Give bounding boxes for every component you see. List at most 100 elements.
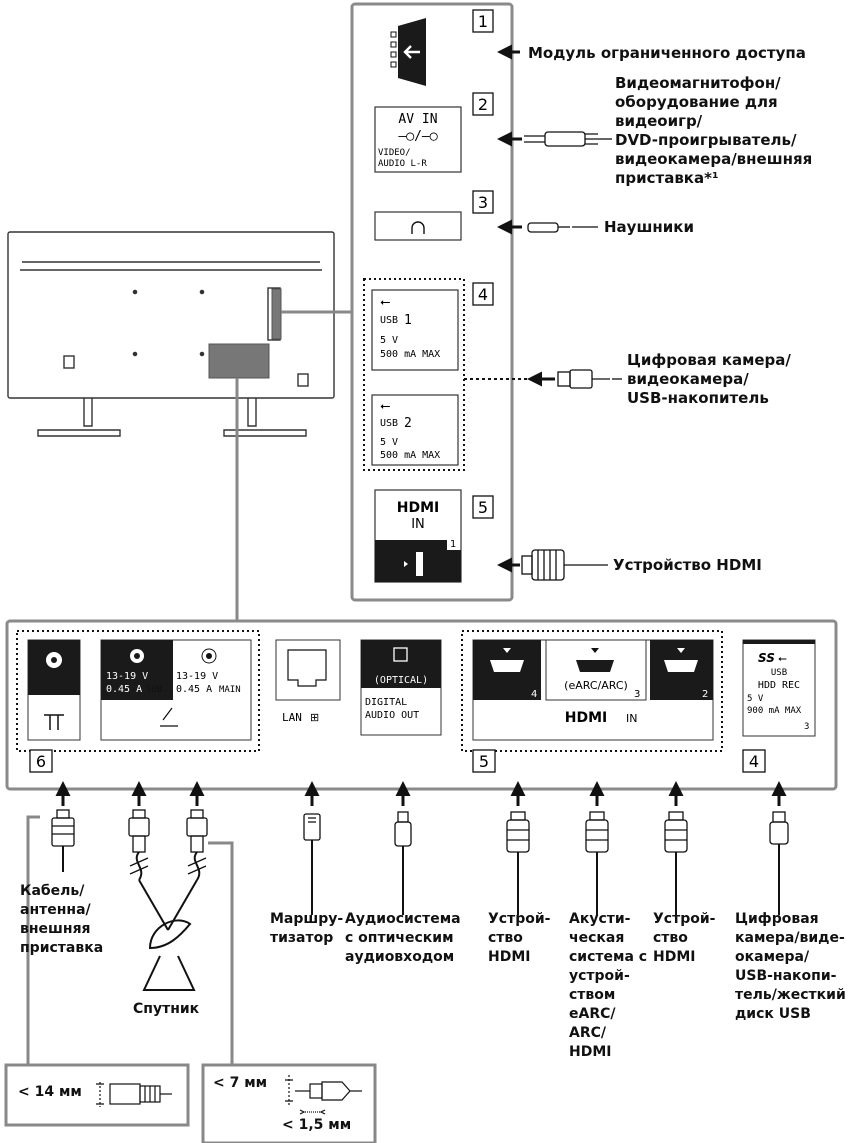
usb-plug-icon (557, 369, 610, 389)
dish-icon (160, 707, 178, 727)
hdmi-dotted-group (461, 630, 723, 752)
label-headphones: Наушники (604, 218, 694, 236)
headphone-icon (411, 221, 425, 234)
svg-text:900 mA MAX: 900 mA MAX (747, 706, 802, 716)
svg-text:IN: IN (411, 517, 425, 532)
svg-text:USB: USB (771, 668, 787, 678)
svg-text:5: 5 (479, 752, 489, 771)
svg-text:MAIN: MAIN (219, 685, 241, 695)
antenna-dotted-group (16, 630, 260, 752)
svg-text:2: 2 (404, 416, 412, 431)
cam-slot-icon (390, 18, 426, 86)
svg-text:4: 4 (478, 285, 488, 304)
coax-dimension-icon (96, 1082, 172, 1107)
number-box-5: 5 (472, 495, 494, 519)
svg-text:SS: SS (758, 651, 775, 665)
svg-text:(OPTICAL): (OPTICAL) (374, 675, 428, 686)
number-box-1: 1 (472, 9, 494, 33)
svg-text:USB: USB (380, 315, 398, 326)
svg-text:2: 2 (478, 95, 488, 114)
top-leader-lines (572, 138, 622, 566)
svg-text:AUDIO OUT: AUDIO OUT (365, 710, 419, 721)
svg-text:3: 3 (634, 689, 640, 700)
svg-text:4: 4 (531, 689, 537, 700)
number-box-2: 2 (472, 92, 494, 116)
svg-text:AV IN: AV IN (398, 112, 437, 127)
svg-text:3: 3 (478, 193, 488, 212)
svg-text:500 mA MAX: 500 mA MAX (380, 450, 440, 461)
svg-text:4: 4 (749, 752, 759, 771)
bottom-number-4: 4 (742, 749, 766, 773)
hdmi1-port: HDMI IN 1 (374, 489, 462, 583)
svg-text:6: 6 (36, 752, 46, 771)
optical-port: (OPTICAL) DIGITAL AUDIO OUT (360, 639, 442, 736)
label-hdmi-device-2: Устрой- ство HDMI (653, 911, 716, 965)
av-cable-icon (524, 131, 600, 147)
svg-text:5: 5 (478, 498, 488, 517)
svg-text:HDMI: HDMI (565, 710, 607, 726)
svg-text:IN: IN (626, 712, 637, 725)
dimension-7mm: < 7 мм (213, 1075, 268, 1091)
label-cable-antenna: Кабель/ антенна/ внешняя приставка (20, 883, 104, 956)
svg-text:AUDIO L-R: AUDIO L-R (378, 159, 427, 169)
label-av-devices: Видеомагнитофон/ оборудование для видеои… (615, 74, 813, 187)
svg-text:1: 1 (450, 539, 456, 550)
f-plug-dimension-icon (285, 1075, 362, 1115)
svg-text:USB: USB (380, 418, 398, 429)
av-in-port: AV IN –◯/–◯ VIDEO/ AUDIO L-R (374, 106, 462, 173)
label-usb-devices: Цифровая камера/ видеокамера/ USB-накопи… (627, 351, 791, 407)
svg-text:–◯/–◯: –◯/–◯ (398, 129, 437, 144)
svg-text:VIDEO/: VIDEO/ (378, 148, 411, 158)
dimension-14mm: < 14 мм (18, 1084, 82, 1100)
tv-side-jack-area (271, 288, 282, 340)
tv-rear-jack-area (208, 343, 270, 379)
coax-lead (26, 815, 234, 1065)
svg-text:0.45 A: 0.45 A (176, 684, 212, 695)
svg-text:1: 1 (404, 313, 412, 328)
bottom-number-6: 6 (29, 749, 53, 773)
satellite-port: 13-19 V 0.45 A SUB. 13-19 V 0.45 A MAIN (100, 639, 252, 741)
lan-port: LAN ⊞ (275, 639, 341, 724)
number-box-3: 3 (472, 190, 494, 214)
svg-text:5 V: 5 V (747, 694, 764, 704)
label-hdmi-device-1: Устрой- ство HDMI (488, 911, 551, 965)
svg-text:1: 1 (478, 12, 488, 31)
svg-text:3: 3 (804, 722, 809, 732)
svg-text:DIGITAL: DIGITAL (365, 697, 407, 708)
usb-icon: ⭠ (380, 294, 390, 309)
usb3-port: SS ⭠ USB HDD REC 5 V 900 mA MAX 3 (742, 639, 816, 737)
terrestrial-port (27, 639, 81, 741)
svg-text:500 mA MAX: 500 mA MAX (380, 349, 440, 360)
label-satellite: Спутник (133, 1001, 200, 1017)
label-cam: Модуль ограниченного доступа (528, 44, 806, 62)
bottom-plugs (51, 809, 789, 915)
satellite-dish-icon (138, 879, 198, 991)
bottom-number-5: 5 (472, 749, 496, 773)
dimension-box-14mm (4, 1063, 190, 1127)
lan-icon: ⊞ (310, 712, 319, 724)
label-usb-storage: Цифровая камера/виде- окамера/ USB-накоп… (735, 911, 846, 1022)
svg-text:SUB.: SUB. (146, 685, 168, 695)
svg-text:LAN: LAN (282, 711, 302, 724)
headphone-port (374, 211, 462, 241)
hdmi-ports: 4 (eARC/ARC) 3 2 HDMI IN (472, 639, 714, 741)
usb-dotted-group (363, 278, 465, 471)
number-box-4: 4 (472, 282, 494, 306)
label-optical-audio: Аудиосистема с оптическим аудиовходом (345, 911, 461, 965)
svg-text:13-19 V: 13-19 V (176, 671, 218, 682)
svg-text:(eARC/ARC): (eARC/ARC) (564, 679, 628, 692)
svg-text:2: 2 (702, 689, 708, 700)
usb-icon: ⭠ (778, 653, 787, 665)
tv-rear-illustration (7, 231, 335, 437)
svg-text:5 V: 5 V (380, 437, 398, 448)
svg-text:HDD REC: HDD REC (758, 680, 800, 691)
top-arrows (464, 44, 555, 573)
label-arc-system: Акусти- ческая система с устрой- ством e… (569, 911, 648, 1060)
dimension-1-5mm: < 1,5 мм (282, 1117, 352, 1133)
usb-icon: ⭠ (380, 398, 390, 413)
usb2-port: ⭠ USB 2 5 V 500 mA MAX (371, 394, 459, 466)
svg-text:5 V: 5 V (380, 335, 398, 346)
label-router: Маршру- тизатор (270, 911, 344, 946)
usb1-port: ⭠ USB 1 5 V 500 mA MAX (371, 289, 459, 371)
